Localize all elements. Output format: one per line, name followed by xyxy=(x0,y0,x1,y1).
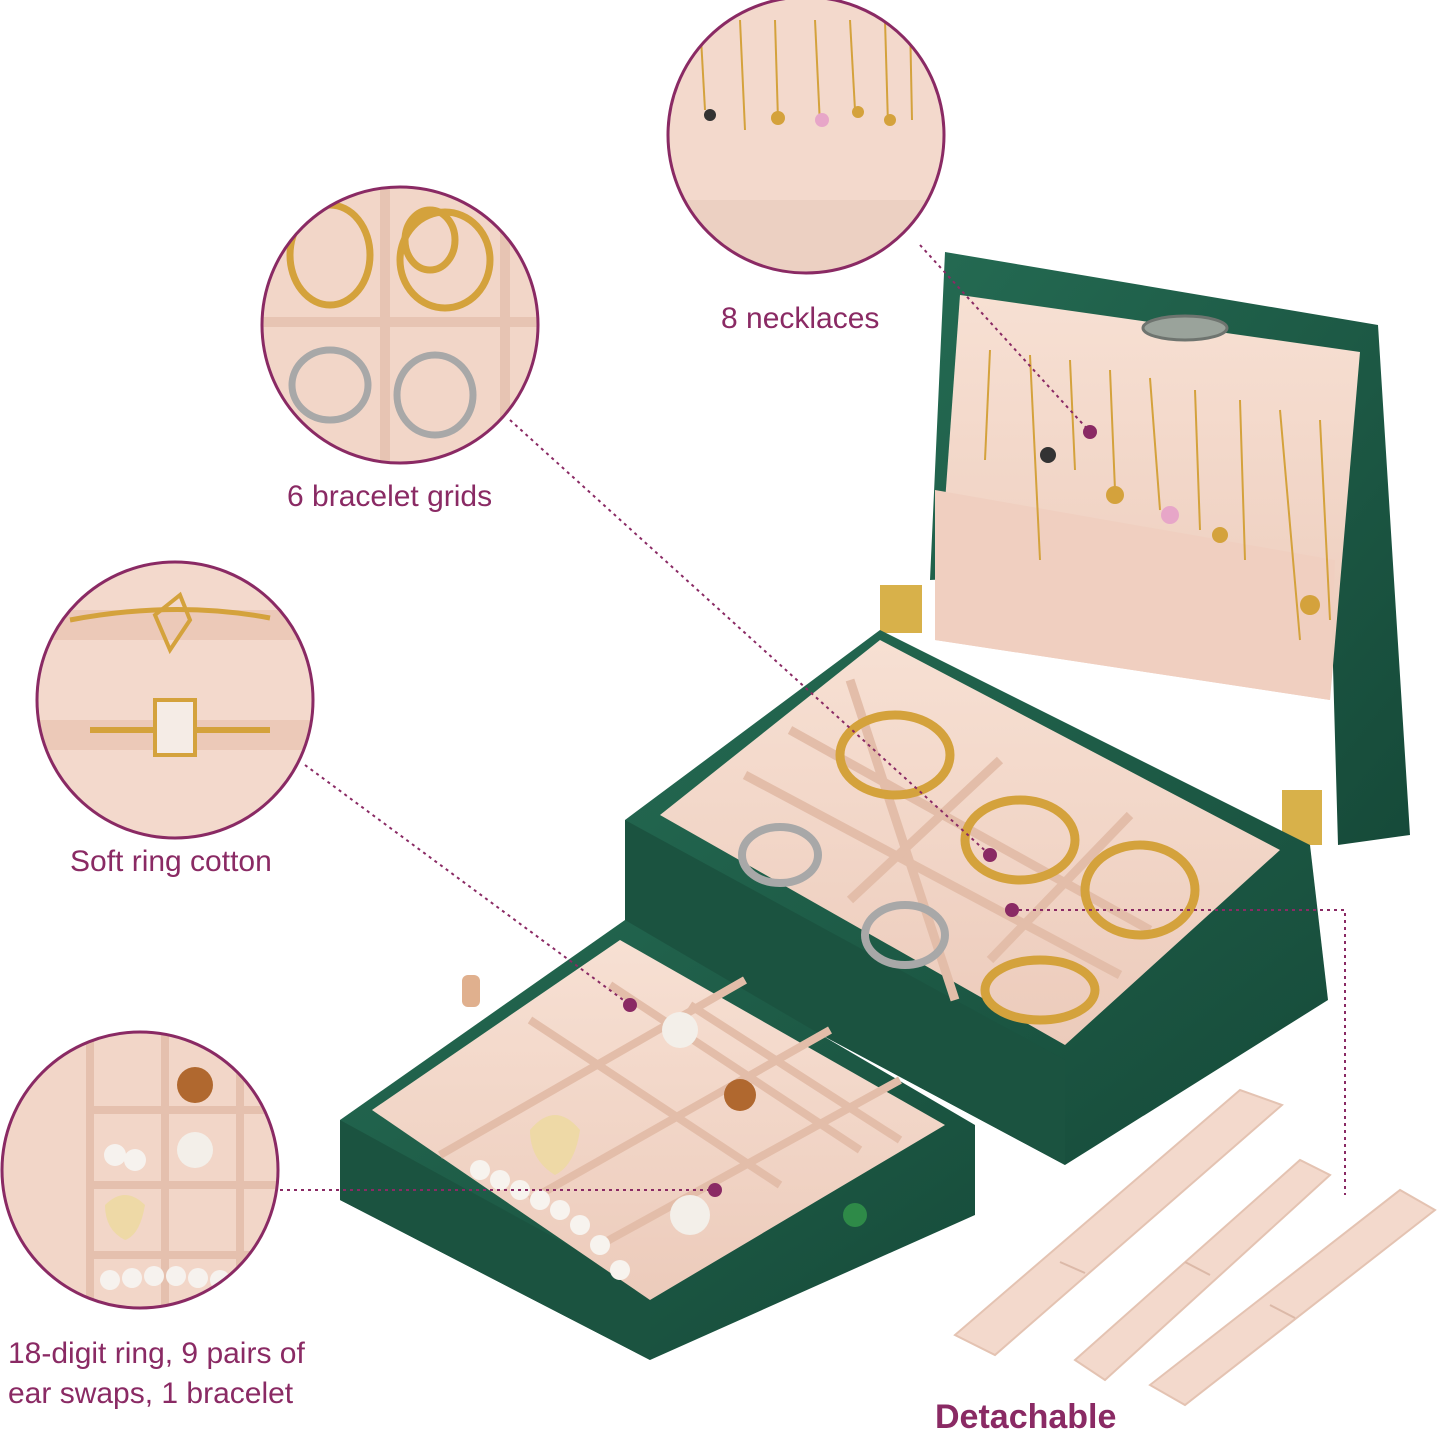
detachable-dividers xyxy=(953,1088,1437,1407)
label-tray-line1: 18-digit ring, 9 pairs of xyxy=(8,1337,305,1370)
label-detachable: Detachable xyxy=(935,1398,1117,1436)
ring-cotton-detail-circle xyxy=(35,560,315,840)
jewelry-box xyxy=(625,252,1410,1165)
leader-lines xyxy=(280,244,1346,1195)
necklace-detail-circle xyxy=(666,0,946,275)
label-ring-cotton: Soft ring cotton xyxy=(70,845,272,878)
tray-detail-circle xyxy=(0,1030,280,1310)
label-tray-line2: ear swaps, 1 bracelet xyxy=(8,1377,294,1410)
label-bracelet-grids: 6 bracelet grids xyxy=(287,480,493,513)
leader-dots xyxy=(623,425,1097,1197)
bracelet-grid-detail-circle xyxy=(260,185,540,465)
jewelry-tray xyxy=(340,920,975,1360)
label-necklaces: 8 necklaces xyxy=(721,302,880,335)
